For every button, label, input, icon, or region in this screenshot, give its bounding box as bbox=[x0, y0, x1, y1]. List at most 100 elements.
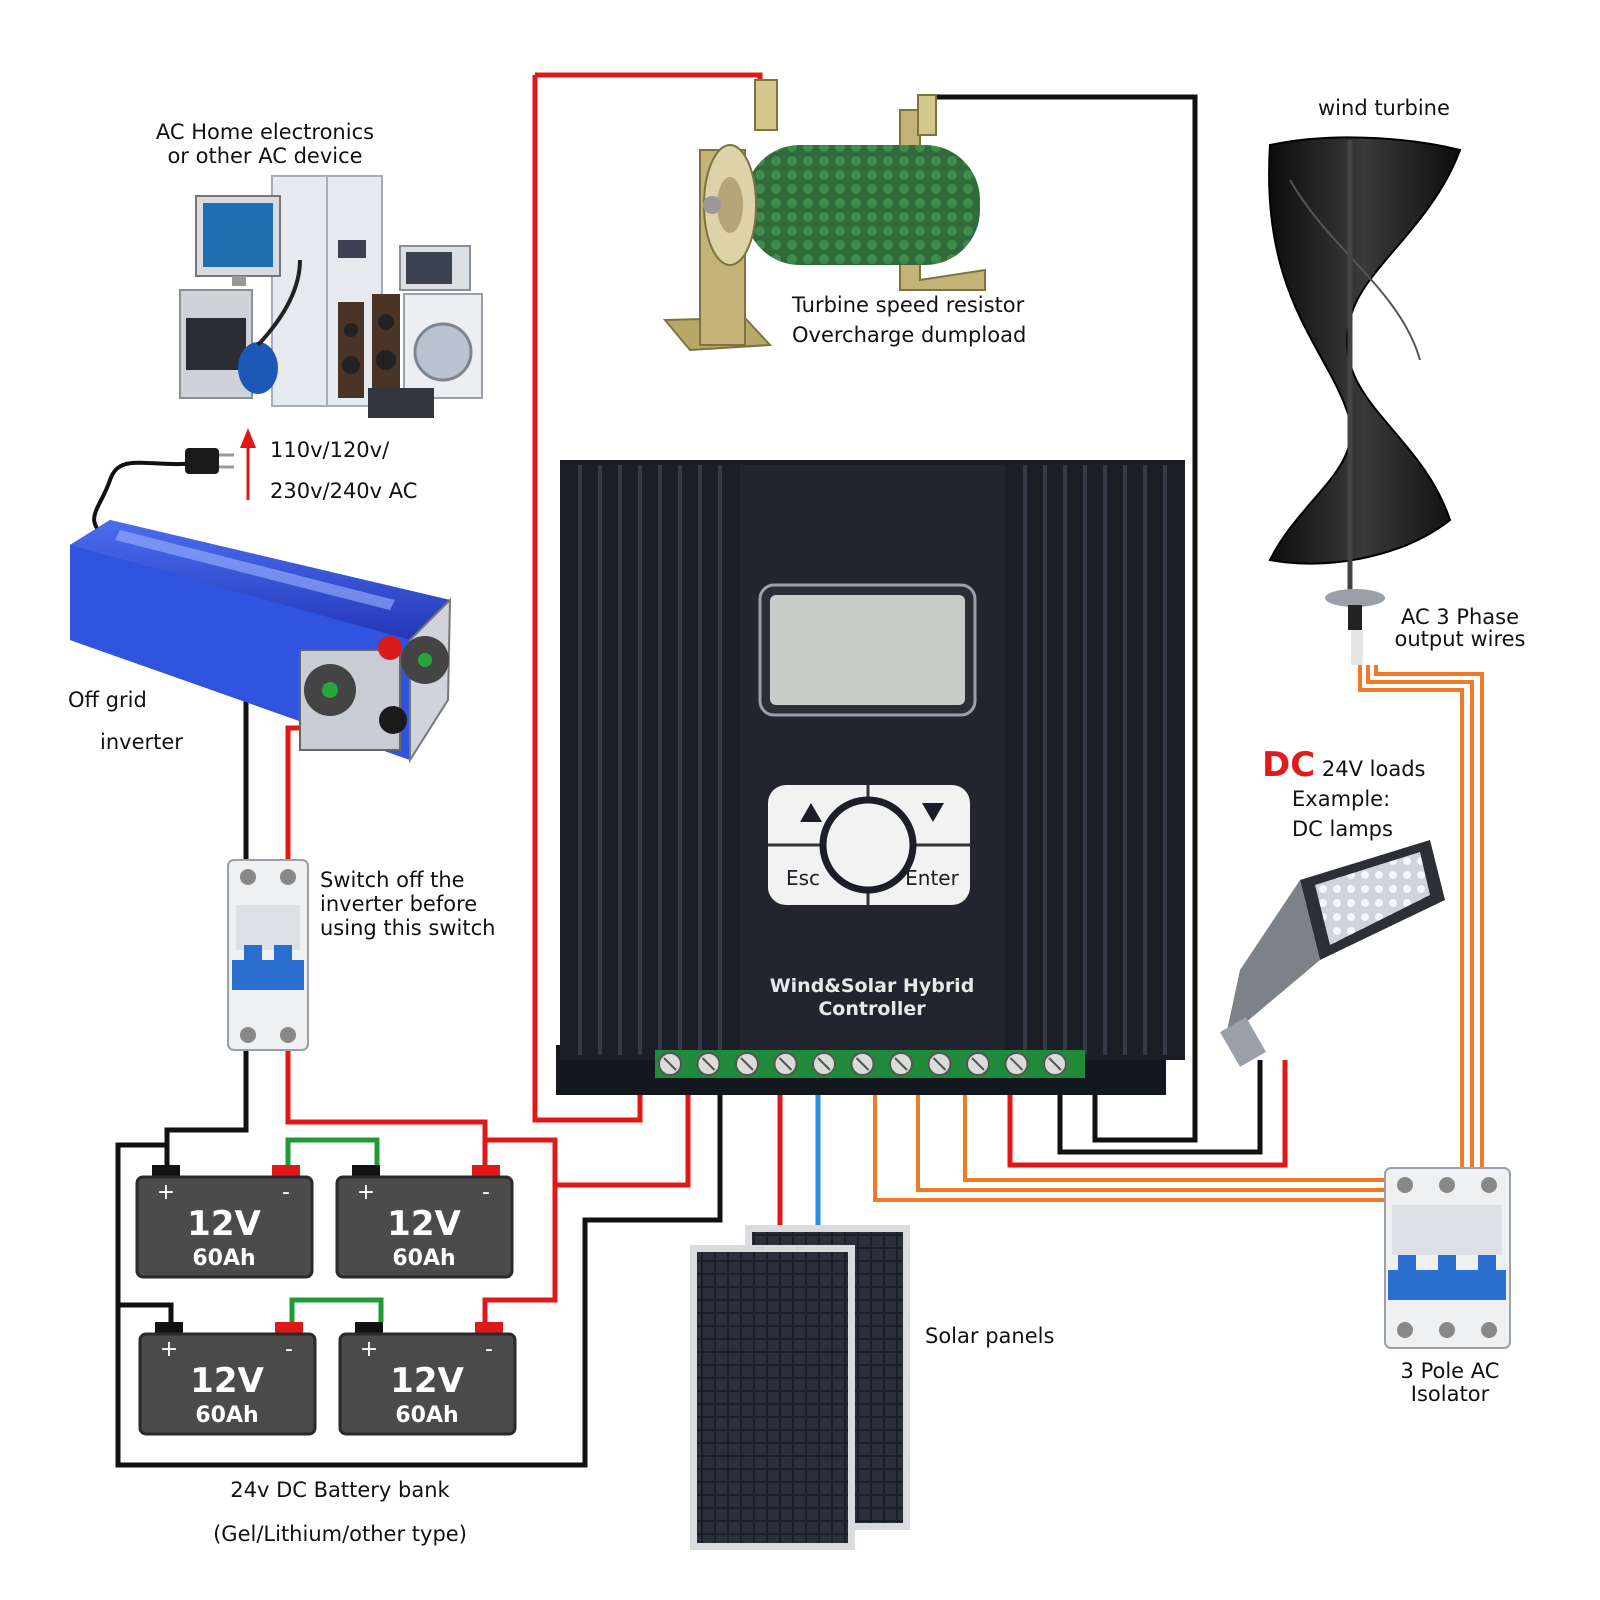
dumpload-resistor-icon bbox=[662, 79, 986, 352]
battery-plus-sign: + bbox=[157, 1180, 175, 1205]
solar-panels-icon bbox=[690, 1225, 910, 1550]
bank-positive-to-controller bbox=[555, 1095, 691, 1188]
terminal-slot bbox=[778, 1057, 793, 1071]
battery-capacity: 60Ah bbox=[395, 1403, 458, 1428]
battery-body bbox=[138, 1332, 317, 1436]
terminal-slot bbox=[701, 1057, 716, 1071]
dcload-positive-wire bbox=[1007, 1060, 1288, 1168]
battery-bank-label-line1: 24v DC Battery bank bbox=[230, 1478, 450, 1502]
switch-negative-wire bbox=[164, 1040, 249, 1165]
dc-prefix: DC bbox=[1262, 745, 1316, 785]
isolator-3pole-icon bbox=[1384, 1167, 1511, 1349]
terminal-slot bbox=[971, 1057, 985, 1071]
battery-bridge-top bbox=[285, 1137, 380, 1165]
terminal-strip bbox=[658, 1052, 1067, 1076]
terminal-slot bbox=[1048, 1057, 1062, 1071]
battery-minus-sign: - bbox=[285, 1337, 293, 1362]
terminal-slot bbox=[894, 1057, 908, 1071]
esc-button[interactable]: Esc bbox=[786, 866, 820, 890]
battery-bridge-bottom bbox=[289, 1297, 384, 1322]
ac-home-line2: or other AC device bbox=[167, 144, 363, 168]
triangle-down-icon[interactable] bbox=[922, 803, 944, 822]
inverter-label-line1: Off grid bbox=[68, 688, 147, 712]
controller-title: Wind&Solar Hybrid bbox=[770, 975, 975, 997]
resistor-label-line2: Overcharge dumpload bbox=[792, 323, 1027, 347]
ac-voltage-line1: 110v/120v/ bbox=[270, 438, 390, 462]
battery-capacity: 60Ah bbox=[192, 1246, 255, 1271]
switch-label-line2: inverter before bbox=[320, 892, 478, 916]
turbine-ac-wire-3 bbox=[1374, 665, 1484, 1168]
battery-plus-sign: + bbox=[160, 1337, 178, 1362]
battery-minus-sign: - bbox=[485, 1337, 493, 1362]
inverter-icon bbox=[70, 520, 452, 764]
wire-group bbox=[115, 72, 1484, 1468]
switch-label: Switch off the inverter before using thi… bbox=[320, 868, 495, 940]
ac3-label-line1: AC 3 Phase bbox=[1400, 605, 1520, 629]
bank-positive-rail bbox=[482, 1137, 558, 1322]
triangle-up-icon[interactable] bbox=[800, 803, 822, 822]
turbine-ac-wire-1 bbox=[1358, 665, 1464, 1168]
battery-voltage: 12V bbox=[187, 1204, 261, 1244]
inverter-label-line2: inverter bbox=[100, 730, 183, 754]
battery-bank-label-line2: (Gel/Lithium/other type) bbox=[213, 1522, 467, 1546]
terminal-slot bbox=[663, 1057, 677, 1071]
dc-example: Example: bbox=[1292, 787, 1391, 811]
battery-body bbox=[338, 1332, 517, 1436]
controller-subtitle: Controller bbox=[818, 998, 926, 1020]
battery-voltage: 12V bbox=[390, 1361, 464, 1401]
terminal-slot bbox=[740, 1057, 754, 1071]
bank-negative-link bbox=[118, 1302, 174, 1322]
isolator-label: 3 Pole AC Isolator bbox=[1370, 1360, 1530, 1406]
battery-capacity: 60Ah bbox=[195, 1403, 258, 1428]
battery-body bbox=[135, 1175, 314, 1279]
ac-wire-2 bbox=[916, 1095, 1390, 1192]
battery-body bbox=[335, 1175, 514, 1279]
dc-loads-label: DC 24V loads Example: DC lamps bbox=[1262, 748, 1426, 844]
battery-minus-sign: - bbox=[282, 1180, 290, 1205]
bank-negative-rail bbox=[115, 1095, 723, 1468]
wind-turbine-icon bbox=[1268, 136, 1462, 665]
switch-label-line3: using this switch bbox=[320, 916, 496, 940]
wind-turbine-label: wind turbine bbox=[1318, 96, 1450, 120]
enter-button[interactable]: Enter bbox=[905, 866, 959, 890]
battery-plus-sign: + bbox=[360, 1337, 378, 1362]
ac3-label-line2: output wires bbox=[1394, 627, 1526, 651]
battery-plus-sign: + bbox=[357, 1180, 375, 1205]
dumpload-negative-wire bbox=[935, 94, 1198, 1143]
battery-minus-sign: - bbox=[482, 1180, 490, 1205]
battery-capacity: 60Ah bbox=[392, 1246, 455, 1271]
terminal-slot bbox=[932, 1057, 947, 1071]
ac3-label: AC 3 Phase output wires bbox=[1380, 606, 1540, 650]
isolator-label-line1: 3 Pole AC bbox=[1400, 1359, 1500, 1383]
turbine-ac-wire-2 bbox=[1366, 665, 1474, 1168]
ac-home-line1: AC Home electronics bbox=[155, 120, 375, 144]
battery-voltage: 12V bbox=[190, 1361, 264, 1401]
dc-lamp-icon bbox=[1220, 840, 1445, 1067]
dc-loads-text: 24V loads bbox=[1321, 757, 1426, 781]
hybrid-controller: Esc Enter Wind&Solar Hybrid Controller bbox=[556, 460, 1185, 1095]
ac-arrow-icon bbox=[240, 428, 256, 500]
battery-voltage: 12V bbox=[387, 1204, 461, 1244]
ac-wire-3 bbox=[963, 1095, 1390, 1182]
dc-lamps: DC lamps bbox=[1292, 817, 1393, 841]
home-appliances-icon bbox=[92, 175, 483, 542]
resistor-label-line1: Turbine speed resistor bbox=[792, 293, 1025, 317]
ac-wire-1 bbox=[873, 1095, 1390, 1202]
terminal-slot bbox=[1009, 1057, 1024, 1071]
ac-voltage-line2: 230v/240v AC bbox=[270, 479, 418, 503]
dcload-negative-wire bbox=[1057, 1060, 1263, 1155]
resistor-label: Turbine speed resistor Overcharge dumplo… bbox=[792, 290, 1026, 350]
switch-positive-wire bbox=[285, 1040, 488, 1165]
terminal-slot bbox=[817, 1057, 831, 1071]
isolator-label-line2: Isolator bbox=[1410, 1382, 1490, 1406]
solar-panels-label: Solar panels bbox=[925, 1324, 1055, 1348]
terminal-slot bbox=[855, 1057, 870, 1071]
switch-label-line1: Switch off the bbox=[320, 868, 465, 892]
center-button[interactable] bbox=[819, 796, 917, 894]
